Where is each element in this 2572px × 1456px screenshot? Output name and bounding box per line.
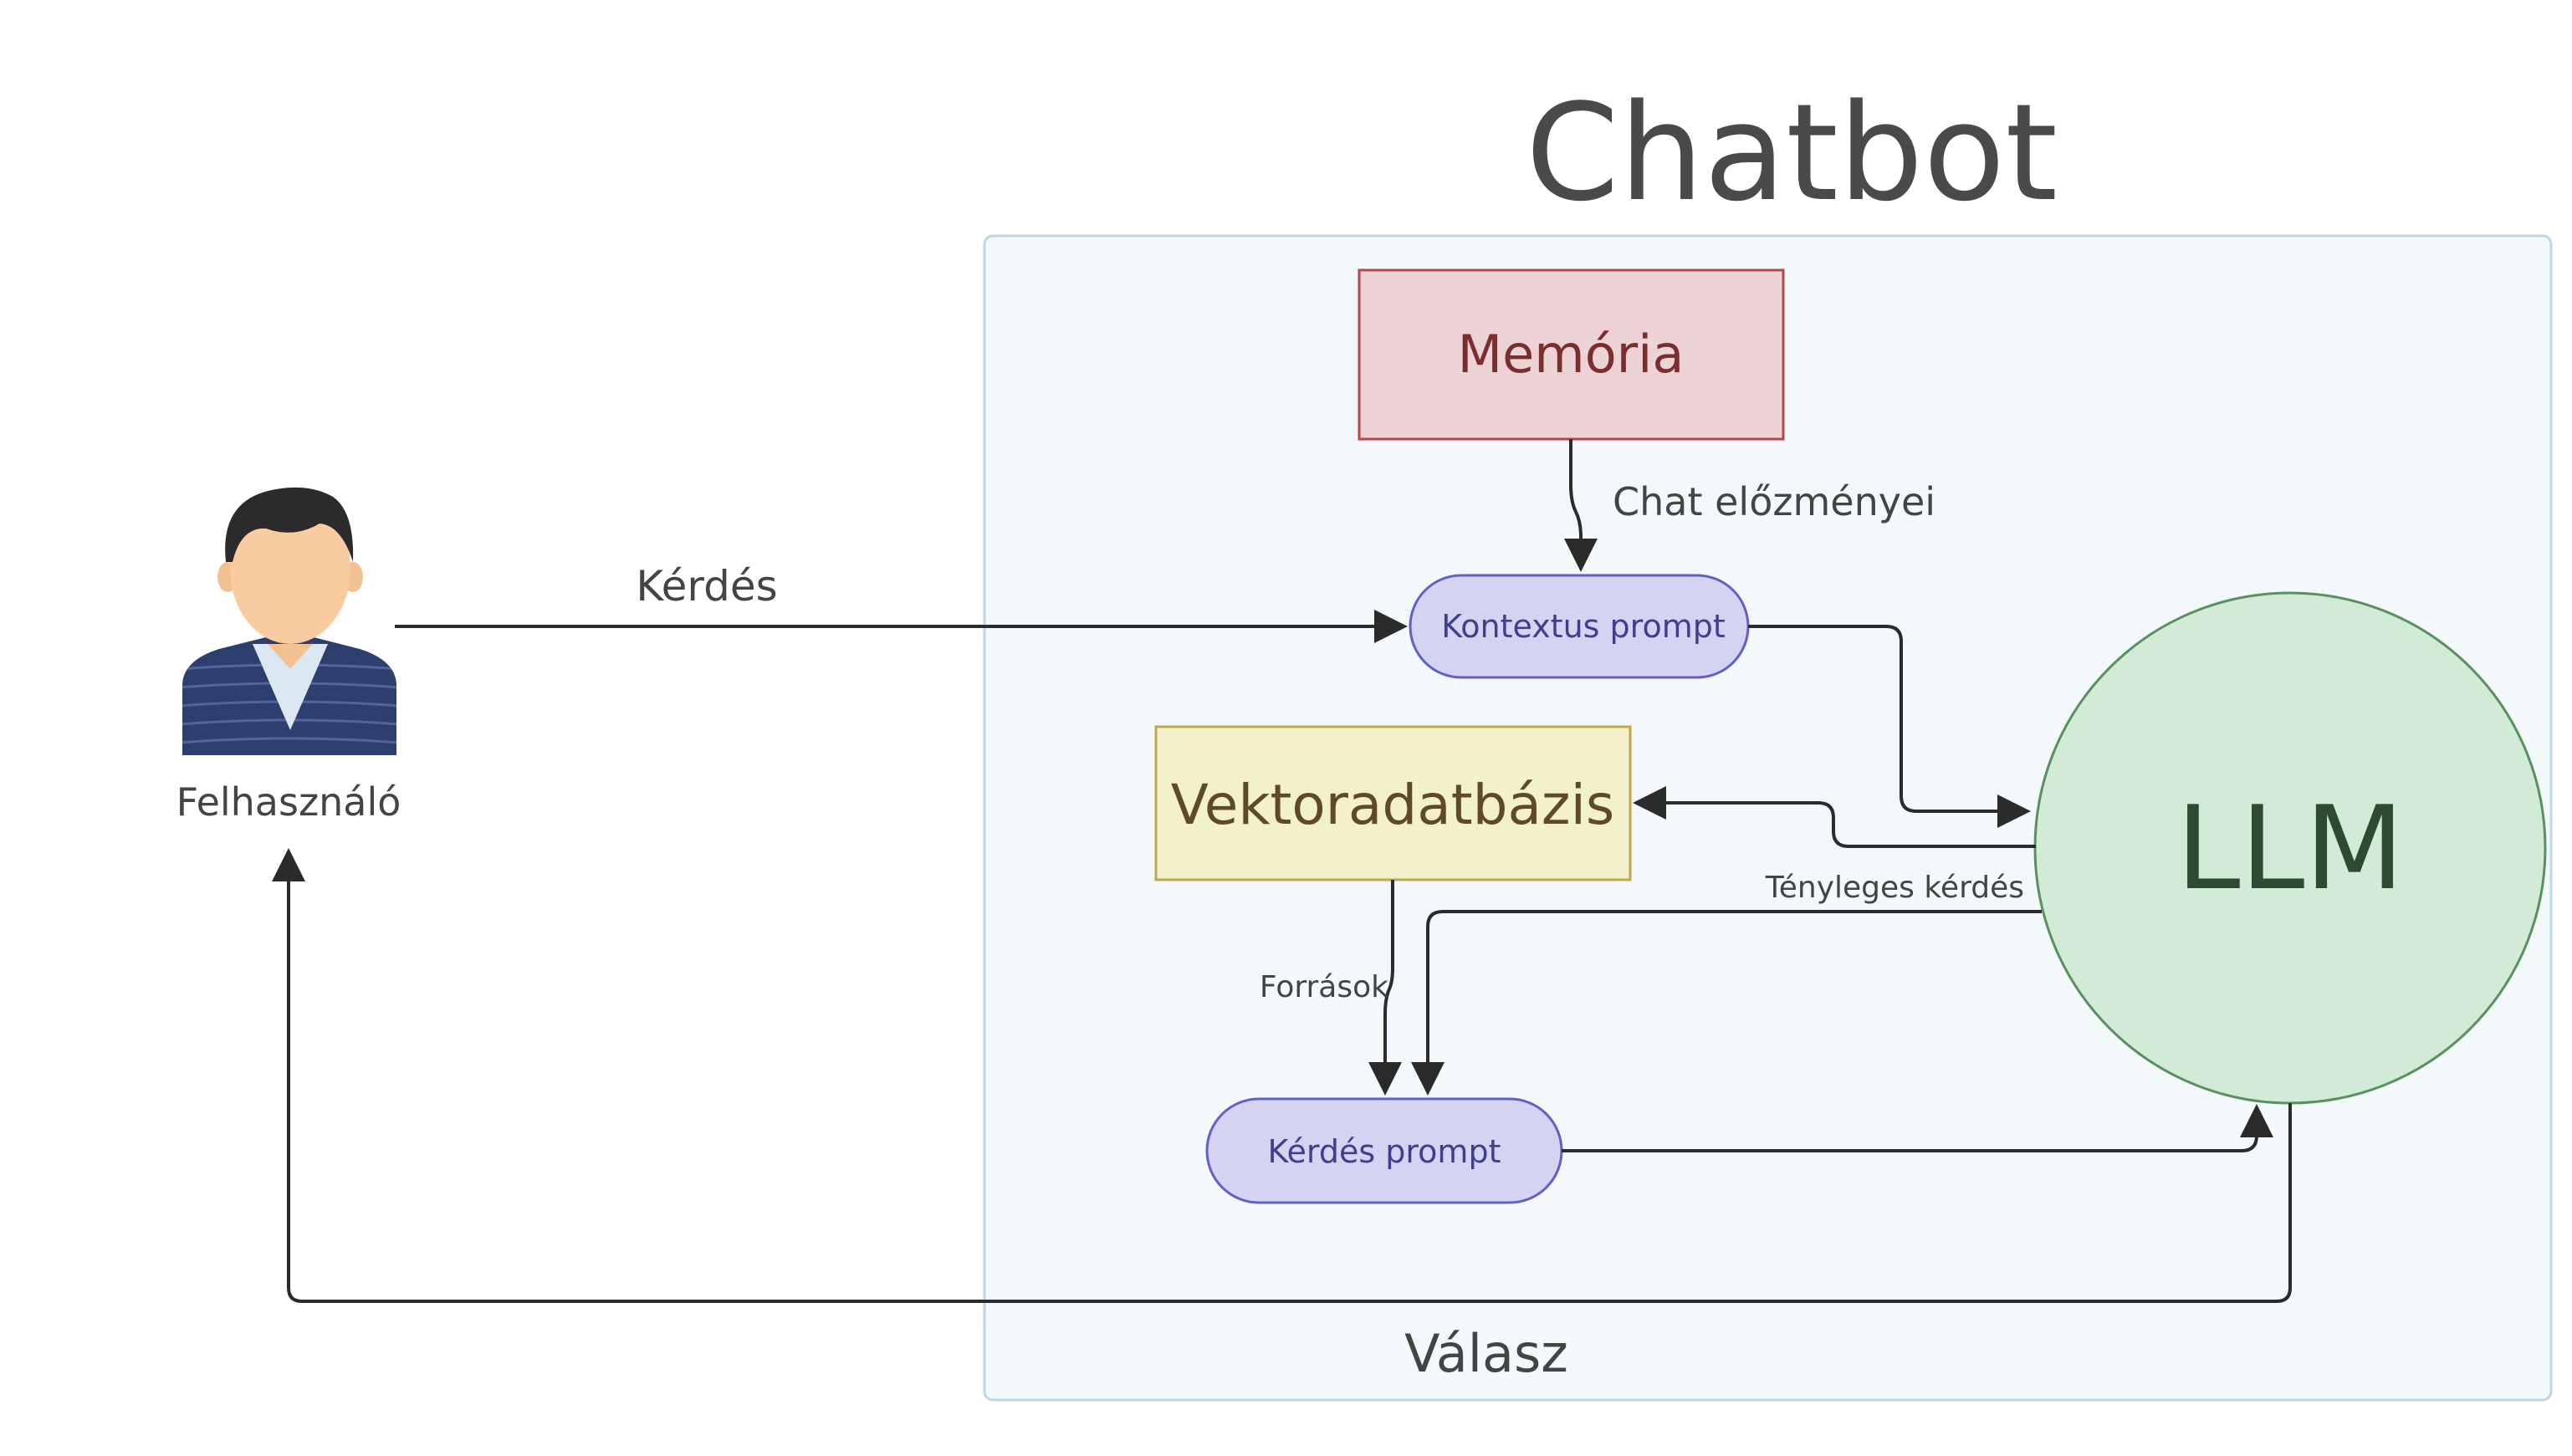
edge-llm-to-question-prompt <box>1411 910 2042 1096</box>
edge-vector-db-to-question-prompt <box>1368 880 1402 1096</box>
context-prompt-label: Kontextus prompt <box>1441 608 1726 645</box>
edge-label-actual-question: Tényleges kérdés <box>1765 871 2024 905</box>
edge-context-prompt-to-llm <box>1748 625 2031 828</box>
diagram-title: Chatbot <box>1526 74 2058 231</box>
edge-label-answer: Válasz <box>1404 1323 1568 1384</box>
edge-label-chat-history: Chat előzményei <box>1613 479 1935 524</box>
user-label: Felhasználó <box>176 779 401 825</box>
edge-llm-to-vector-db <box>1633 786 2036 848</box>
question-prompt-label: Kérdés prompt <box>1268 1133 1501 1170</box>
edge-label-sources: Források <box>1260 970 1388 1004</box>
edge-label-question: Kérdés <box>636 562 777 610</box>
user-avatar-icon <box>182 487 396 755</box>
vector-db-box <box>1154 725 1632 881</box>
llm-label: LLM <box>2176 781 2405 916</box>
memory-box <box>1358 268 1785 441</box>
edge-llm-to-user-answer <box>272 848 2292 1303</box>
memory-label: Memória <box>1458 324 1685 385</box>
edge-memory-to-context-prompt <box>1564 439 1598 572</box>
edge-question-prompt-to-llm <box>1562 1104 2273 1152</box>
vector-db-label: Vektoradatbázis <box>1171 773 1615 837</box>
